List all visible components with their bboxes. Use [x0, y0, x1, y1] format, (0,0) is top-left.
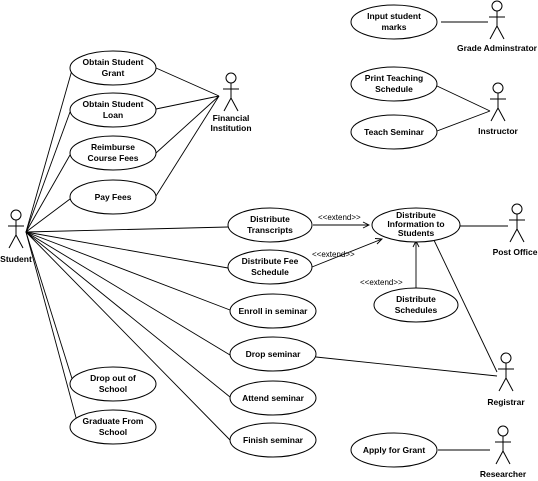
assoc-reg-drop — [315, 356, 498, 377]
use-case-label: Graduate From — [83, 416, 144, 426]
use-case-obtain-student-grant[interactable]: Obtain Student Grant — [69, 50, 157, 86]
use-case-label: Obtain Student — [83, 57, 144, 67]
use-case-label: Students — [398, 228, 435, 238]
use-case-label: Obtain Student — [83, 99, 144, 109]
assoc-student-loan — [25, 111, 71, 233]
use-case-label: Attend seminar — [242, 393, 305, 403]
assoc-student-reimburse — [25, 154, 71, 233]
actor-financial-institution[interactable] — [223, 72, 239, 112]
use-case-label: Distribute — [396, 210, 436, 220]
use-case-distribute-fee-schedule[interactable]: Distribute Fee Schedule — [227, 249, 313, 285]
assoc-student-enroll — [25, 231, 231, 311]
use-case-enroll-in-seminar[interactable]: Enroll in seminar — [229, 293, 317, 329]
assoc-fin-loan — [155, 95, 220, 110]
use-case-label: Input student — [367, 11, 421, 21]
associations — [25, 21, 508, 451]
extend-fee-arrowhead — [374, 238, 384, 245]
actor-label-registrar: Registrar — [487, 397, 525, 407]
actor-researcher[interactable] — [495, 425, 511, 465]
use-case-label: Schedule — [251, 267, 289, 277]
use-case-print-teaching-schedule[interactable]: Print Teaching Schedule — [350, 66, 438, 102]
use-case-drop-out-of-school[interactable]: Drop out of School — [69, 366, 157, 402]
assoc-instr-print — [436, 85, 491, 112]
extend-label-schedules: <<extend>> — [360, 278, 403, 287]
use-case-graduate-from-school[interactable]: Graduate From School — [69, 409, 157, 445]
use-case-apply-for-grant[interactable]: Apply for Grant — [350, 432, 438, 468]
use-case-attend-seminar[interactable]: Attend seminar — [229, 380, 317, 416]
use-case-label: Distribute Fee — [242, 256, 299, 266]
assoc-fin-reimburse — [155, 95, 220, 154]
use-case-label: Distribute — [396, 294, 436, 304]
assoc-fin-grant — [155, 67, 220, 97]
actor-label-instructor: Instructor — [478, 126, 518, 136]
use-case-label: Schedule — [375, 84, 413, 94]
assoc-student-dropout — [25, 231, 75, 386]
actor-post-office[interactable] — [509, 203, 525, 243]
assoc-student-drop — [25, 231, 231, 356]
actor-label-financial-2: Institution — [210, 123, 251, 133]
use-case-distribute-information[interactable]: Distribute Information to Students — [371, 207, 461, 243]
actor-label-post-office: Post Office — [493, 247, 538, 257]
assoc-reg-distinfo — [431, 235, 498, 373]
assoc-student-payfees — [25, 198, 71, 233]
use-case-label: Apply for Grant — [363, 445, 426, 455]
assoc-student-graduate — [25, 231, 79, 426]
assoc-student-finish — [25, 231, 231, 441]
assoc-student-dist-fee — [25, 231, 229, 269]
actor-label-grade-admin: Grade Adminstrator — [457, 43, 538, 53]
assoc-student-attend — [25, 231, 231, 398]
use-case-label: marks — [381, 22, 406, 32]
use-case-label: Transcripts — [247, 225, 293, 235]
use-case-pay-fees[interactable]: Pay Fees — [69, 179, 157, 215]
use-case-drop-seminar[interactable]: Drop seminar — [229, 336, 317, 372]
assoc-instr-teach — [436, 110, 491, 132]
actor-student[interactable] — [8, 209, 24, 249]
extend-label-transcripts: <<extend>> — [318, 213, 361, 222]
use-case-label: Schedules — [395, 305, 438, 315]
use-case-finish-seminar[interactable]: Finish seminar — [229, 422, 317, 458]
actor-label-student: Student — [0, 254, 32, 264]
actor-registrar[interactable] — [498, 352, 514, 392]
extend-fee-line — [311, 238, 383, 268]
use-case-label: Enroll in seminar — [239, 306, 309, 316]
use-case-label: Drop out of — [90, 373, 136, 383]
use-cases: Obtain Student Grant Obtain Student Loan… — [69, 4, 461, 468]
assoc-fin-payfees — [155, 95, 220, 197]
use-case-label: Drop seminar — [246, 349, 301, 359]
use-case-label: Teach Seminar — [364, 127, 425, 137]
use-case-label: Finish seminar — [243, 435, 304, 445]
use-case-label: Pay Fees — [95, 192, 132, 202]
use-case-distribute-transcripts[interactable]: Distribute Transcripts — [227, 207, 313, 243]
use-case-label: Grant — [102, 68, 125, 78]
use-case-obtain-student-loan[interactable]: Obtain Student Loan — [69, 92, 157, 128]
actor-label-researcher: Researcher — [480, 469, 527, 479]
assoc-student-dist-transcripts — [25, 226, 229, 233]
extend-transcripts-arrowhead — [362, 221, 371, 229]
assoc-student-grant — [25, 69, 73, 233]
use-case-label: Reimburse — [91, 142, 135, 152]
use-case-label: Information to — [387, 219, 444, 229]
use-case-label: School — [99, 384, 127, 394]
use-case-distribute-schedules[interactable]: Distribute Schedules — [373, 287, 459, 323]
actor-instructor[interactable] — [490, 82, 506, 122]
use-case-label: Distribute — [250, 214, 290, 224]
actor-grade-administrator[interactable] — [489, 0, 505, 40]
actor-label-financial-1: Financial — [213, 113, 250, 123]
use-case-teach-seminar[interactable]: Teach Seminar — [350, 114, 438, 150]
use-case-label: Course Fees — [87, 153, 138, 163]
use-case-input-student-marks[interactable]: Input student marks — [350, 4, 438, 40]
use-case-label: Print Teaching — [365, 73, 423, 83]
extend-label-fee: <<extend>> — [312, 250, 355, 259]
use-case-label: School — [99, 427, 127, 437]
use-case-label: Loan — [103, 110, 123, 120]
use-case-reimburse-course-fees[interactable]: Reimburse Course Fees — [69, 135, 157, 171]
